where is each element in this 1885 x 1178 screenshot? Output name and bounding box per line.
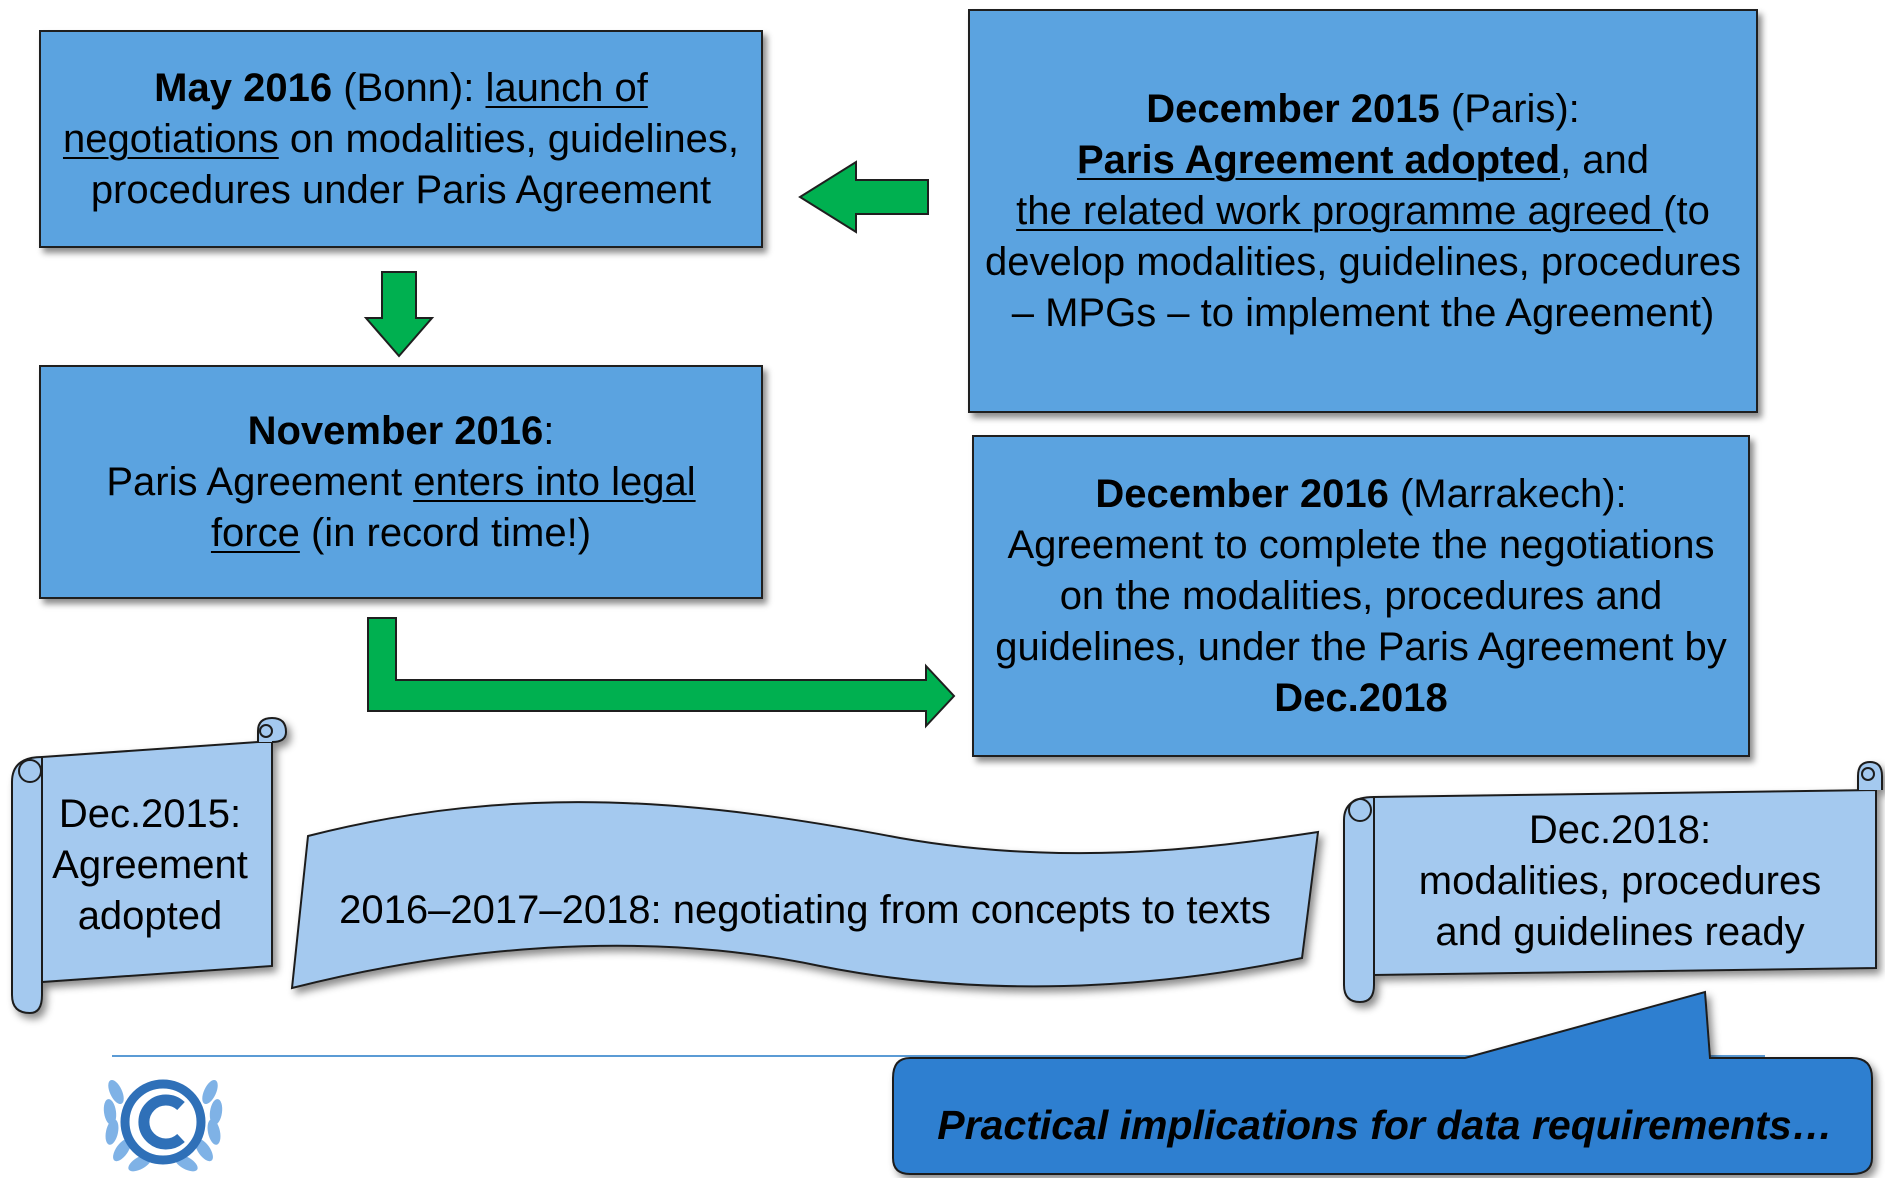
- dec-2015-date: December 2015: [1146, 86, 1440, 131]
- box-may-2016: May 2016 (Bonn): launch of negotiations …: [39, 30, 763, 248]
- dec-2016-body: Agreement to complete the negotiations o…: [995, 522, 1727, 669]
- callout-bubble-icon: [892, 990, 1873, 1175]
- scroll-right-icon: [1343, 760, 1883, 1004]
- may-2016-link: launch of negotiations: [62, 65, 648, 161]
- nov-2016-link: enters into legal force: [210, 459, 696, 555]
- nov-2016-rest: (in record time!): [299, 510, 592, 555]
- scroll-left-line-1: Dec.2015:: [58, 791, 242, 836]
- may-2016-rest: on modalities, guidelines, procedures un…: [90, 116, 739, 212]
- may-2016-place: (Bonn):: [332, 65, 486, 110]
- box-dec-2016: December 2016 (Marrakech): Agreement to …: [972, 435, 1750, 757]
- may-2016-date: May 2016: [154, 65, 333, 110]
- dec-2015-and: , and: [1560, 137, 1650, 182]
- scroll-right-line-2: modalities, procedures: [1418, 858, 1822, 903]
- dec-2015-work-programme: the related work programme agreed: [1016, 188, 1664, 233]
- dec-2016-date: December 2016: [1095, 471, 1389, 516]
- scroll-right-line-3: and guidelines ready: [1435, 909, 1805, 954]
- unfccc-logo-icon: [103, 1079, 223, 1172]
- nov-2016-colon: :: [543, 408, 555, 453]
- scroll-right-line-1: Dec.2018:: [1528, 807, 1712, 852]
- dec-2015-place: (Paris):: [1439, 86, 1580, 131]
- dec-2015-rest: (to develop modalities, guidelines, proc…: [984, 188, 1741, 335]
- dec-2016-deadline: Dec.2018: [1274, 675, 1448, 720]
- box-dec-2015: December 2015 (Paris): Paris Agreement a…: [968, 9, 1758, 413]
- nov-2016-pre: Paris Agreement: [106, 459, 414, 504]
- dec-2015-adopted: Paris Agreement adopted: [1076, 137, 1561, 182]
- negotiation-banner-icon: [290, 801, 1320, 990]
- arrow-down-icon: [363, 271, 435, 358]
- scroll-left-line-2: Agreement: [52, 842, 248, 887]
- arrow-left-icon: [798, 160, 929, 234]
- nov-2016-date: November 2016: [247, 408, 544, 453]
- arrow-elbow-icon: [367, 617, 956, 729]
- scroll-left-icon: [11, 716, 288, 1015]
- banner-label: 2016–2017–2018: negotiating from concept…: [339, 887, 1271, 932]
- dec-2016-place: (Marrakech):: [1388, 471, 1627, 516]
- scroll-left-line-3: adopted: [77, 893, 223, 938]
- callout-text: Practical implications for data requirem…: [937, 1101, 1833, 1148]
- box-nov-2016: November 2016: Paris Agreement enters in…: [39, 365, 763, 599]
- scroll-right-label: Dec.2018: modalities, procedures and gui…: [1380, 805, 1860, 957]
- scroll-left-label: Dec.2015: Agreement adopted: [44, 790, 256, 940]
